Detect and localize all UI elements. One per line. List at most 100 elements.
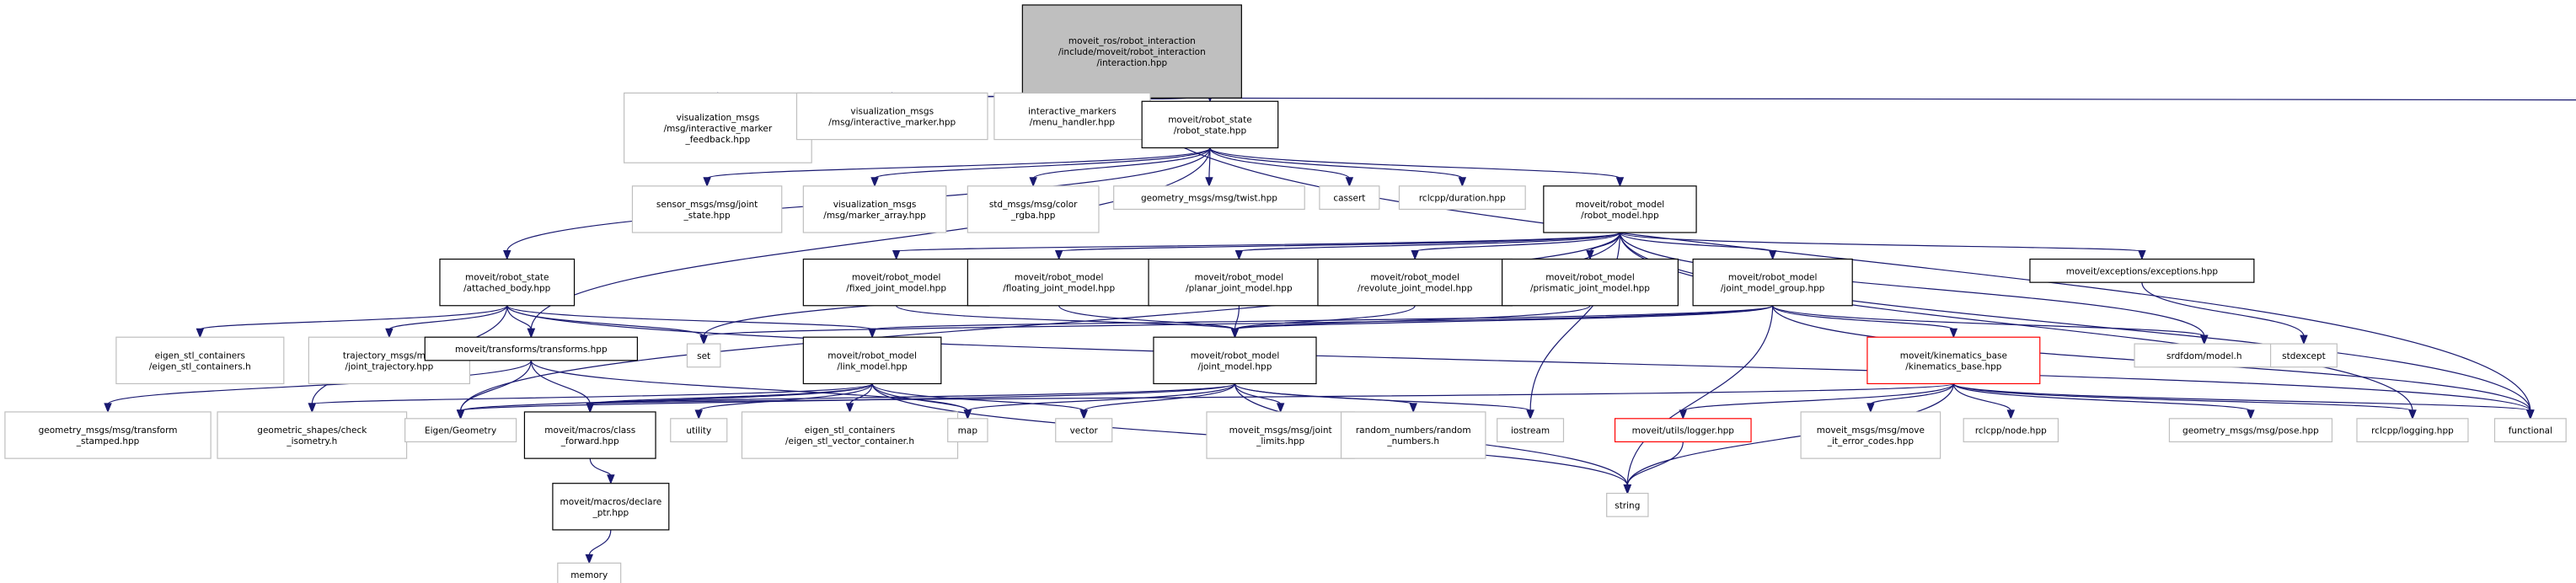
edge-kin_base-to-rclcpp_node <box>1952 383 2016 420</box>
node-attached-body[interactable]: moveit/robot_state/attached_body.hpp <box>439 258 576 307</box>
edge-transforms-to-geo_tf <box>104 360 532 414</box>
node-link-model[interactable]: moveit/robot_model/link_model.hpp <box>802 336 942 385</box>
node-label-line: geometry_msgs/msg/twist.hpp <box>1141 194 1277 204</box>
node-label-line: moveit/macros/class <box>544 425 635 436</box>
node-box <box>1141 100 1279 149</box>
edge-kin_base-to-functional <box>1952 382 2535 420</box>
node-prismatic-jm[interactable]: moveit/robot_model/prismatic_joint_model… <box>1501 258 1679 307</box>
arrowhead-icon <box>1526 409 1534 420</box>
node-eigen-stl: eigen_stl_containers/eigen_stl_container… <box>115 336 285 385</box>
edge-line <box>199 305 508 330</box>
edge-line <box>1619 232 2205 337</box>
edge-line <box>849 383 873 405</box>
edge-line <box>1772 305 2205 337</box>
node-sensor-js: sensor_msgs/msg/joint_state.hpp <box>631 185 783 233</box>
node-label-line: _state.hpp <box>683 211 731 221</box>
edge-line <box>311 382 873 405</box>
node-jmg[interactable]: moveit/robot_model/joint_model_group.hpp <box>1692 258 1853 307</box>
node-box <box>1021 4 1242 99</box>
node-box <box>439 258 576 307</box>
node-transforms[interactable]: moveit/transforms/transforms.hpp <box>424 336 638 361</box>
edge-line <box>1682 382 1954 412</box>
node-label-line: vector <box>1070 426 1099 436</box>
node-label-line: _forward.hpp <box>560 436 619 447</box>
edge-line <box>588 529 612 556</box>
node-exceptions[interactable]: moveit/exceptions/exceptions.hpp <box>2029 258 2255 283</box>
edge-root-to-functional <box>1131 98 2535 420</box>
edge-line <box>1234 305 1591 330</box>
node-box <box>1543 185 1697 233</box>
arrowhead-icon <box>694 409 703 420</box>
edge-robot_state-to-rclcpp_dur <box>1209 147 1467 188</box>
node-robot-model[interactable]: moveit/robot_model/robot_model.hpp <box>1543 185 1697 233</box>
edge-class_fwd-to-declare_ptr <box>589 458 615 485</box>
node-planar-jm[interactable]: moveit/robot_model/planar_joint_model.hp… <box>1148 258 1331 307</box>
arrowhead-icon <box>1949 328 1958 339</box>
node-box <box>2493 418 2567 443</box>
edge-robot_model-to-exceptions <box>1619 232 2146 260</box>
edge-line <box>1058 232 1621 253</box>
node-label-line: /revolute_joint_model.hpp <box>1358 284 1473 294</box>
node-label-line: geometry_msgs/msg/pose.hpp <box>2182 426 2319 436</box>
node-label-line: rclcpp/node.hpp <box>1975 426 2047 436</box>
node-floating-jm[interactable]: moveit/robot_model/floating_joint_model.… <box>967 258 1151 307</box>
node-random: random_numbers/random_numbers.h <box>1340 411 1486 459</box>
edge-robot_model-to-fixed_jm <box>892 232 1621 260</box>
node-revolute-jm[interactable]: moveit/robot_model/revolute_joint_model.… <box>1317 258 1513 307</box>
edge-line <box>1619 232 2143 253</box>
node-label-line: /menu_handler.hpp <box>1030 118 1116 128</box>
node-class-fwd[interactable]: moveit/macros/class_forward.hpp <box>523 411 656 459</box>
edge-logger-to-string <box>1623 441 1684 495</box>
node-label-line: /attached_body.hpp <box>463 284 551 294</box>
node-declare-ptr[interactable]: moveit/macros/declare_ptr.hpp <box>552 483 670 531</box>
edge-robot_model-to-revolute_jm <box>1411 232 1621 260</box>
node-iostream: iostream <box>1497 418 1565 443</box>
edge-line <box>506 305 704 337</box>
arrowhead-icon <box>2300 334 2308 345</box>
node-box <box>1148 258 1331 307</box>
edge-line <box>1626 441 1684 486</box>
edge-line <box>874 147 1211 179</box>
arrowhead-icon <box>868 328 876 339</box>
arrowhead-icon <box>607 474 615 485</box>
node-label-line: moveit/transforms/transforms.hpp <box>455 345 608 355</box>
arrowhead-icon <box>1029 177 1037 188</box>
node-joint-model[interactable]: moveit/robot_model/joint_model.hpp <box>1153 336 1317 385</box>
node-root[interactable]: moveit_ros/robot_interaction/include/mov… <box>1021 4 1242 99</box>
node-fixed-jm[interactable]: moveit/robot_model/fixed_joint_model.hpp <box>802 258 990 307</box>
node-kin-base[interactable]: moveit/kinematics_base/kinematics_base.h… <box>1866 336 2041 385</box>
arrowhead-icon <box>845 403 854 414</box>
edge-line <box>1032 147 1211 179</box>
node-label-line: _it_error_codes.hpp <box>1827 436 1915 447</box>
edge-line <box>703 305 1774 337</box>
edge-joint_model-to-map <box>963 382 1236 420</box>
node-box <box>1963 418 2059 443</box>
node-map: map <box>947 418 988 443</box>
edge-line <box>1952 382 2252 412</box>
edge-joint_model-to-vector <box>1079 383 1236 420</box>
edge-robot_state-to-std_color <box>1029 147 1211 188</box>
node-move-err: moveit_msgs/msg/move_it_error_codes.hpp <box>1800 411 1941 459</box>
node-label-line: _isometry.h <box>286 436 337 447</box>
edge-line <box>1234 305 1240 330</box>
edge-line <box>967 382 1236 412</box>
edge-line <box>1619 232 1774 253</box>
node-label-line: _numbers.h <box>1386 436 1439 447</box>
arrowhead-icon <box>1458 177 1467 188</box>
node-label-line: iostream <box>1511 426 1550 436</box>
node-label-line: map <box>958 426 978 436</box>
edge-line <box>1209 147 1621 179</box>
node-label-line: /link_model.hpp <box>837 361 908 372</box>
node-robot-state[interactable]: moveit/robot_state/robot_state.hpp <box>1141 100 1279 149</box>
edge-robot_model-to-planar_jm <box>1234 232 1621 260</box>
node-label-line: moveit/macros/declare <box>560 497 662 507</box>
edge-line <box>589 382 1236 405</box>
arrowhead-icon <box>1230 328 1240 339</box>
node-label-line: /robot_model.hpp <box>1581 211 1659 221</box>
edge-robot_model-to-jmg <box>1619 232 1777 260</box>
arrowhead-icon <box>1234 250 1244 260</box>
node-box <box>1606 492 1649 517</box>
node-logger[interactable]: moveit/utils/logger.hpp <box>1614 418 1752 443</box>
edge-line <box>896 305 1236 330</box>
node-box <box>1501 258 1679 307</box>
